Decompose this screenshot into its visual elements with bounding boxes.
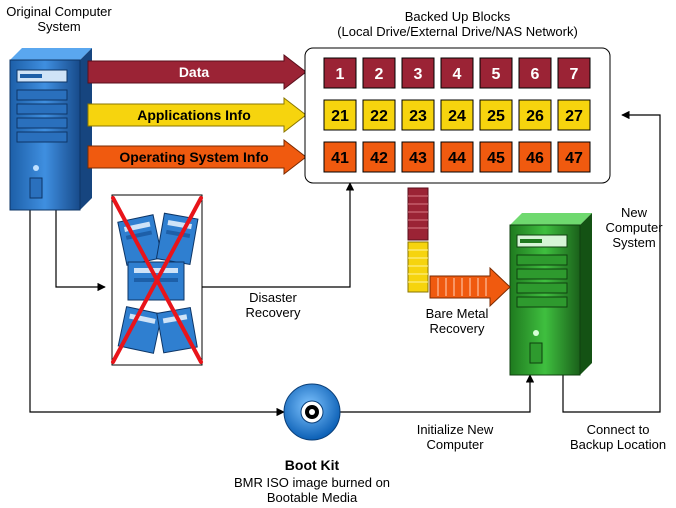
backup-title: Backed Up Blocks (Local Drive/External D… bbox=[337, 9, 578, 39]
boot-kit-title: Boot Kit bbox=[284, 457, 340, 473]
block-label-43: 43 bbox=[409, 150, 427, 167]
os-arrow-label: Operating System Info bbox=[119, 149, 268, 165]
block-label-21: 21 bbox=[331, 108, 349, 125]
connector-lines bbox=[29, 110, 661, 417]
block-label-27: 27 bbox=[565, 108, 583, 125]
block-apps-23 bbox=[401, 99, 435, 131]
block-label-47: 47 bbox=[565, 150, 583, 167]
data-arrow: Data bbox=[87, 53, 307, 91]
block-os-47 bbox=[557, 141, 591, 173]
bare-metal-arrow bbox=[429, 266, 511, 308]
block-data-1 bbox=[323, 57, 357, 89]
new-system-label: New Computer System bbox=[605, 205, 663, 250]
block-data-6 bbox=[518, 57, 552, 89]
connect-label: Connect to Backup Location bbox=[569, 422, 667, 452]
block-os-43 bbox=[401, 141, 435, 173]
block-label-5: 5 bbox=[492, 66, 501, 83]
block-apps-22 bbox=[362, 99, 396, 131]
block-os-44 bbox=[440, 141, 474, 173]
block-apps-27 bbox=[557, 99, 591, 131]
applications-arrow: Applications Info bbox=[87, 96, 307, 134]
block-label-45: 45 bbox=[487, 150, 505, 167]
block-label-23: 23 bbox=[409, 108, 427, 125]
block-data-3 bbox=[401, 57, 435, 89]
failure-cross-icon bbox=[111, 196, 203, 364]
block-label-7: 7 bbox=[570, 66, 579, 83]
block-data-7 bbox=[557, 57, 591, 89]
original-server-icon bbox=[9, 48, 92, 211]
block-apps-24 bbox=[440, 99, 474, 131]
boot-kit-subtitle: BMR ISO image burned on Bootable Media bbox=[233, 475, 391, 505]
restore-stripes bbox=[407, 187, 429, 293]
block-data-2 bbox=[362, 57, 396, 89]
block-label-26: 26 bbox=[526, 108, 544, 125]
block-label-2: 2 bbox=[375, 66, 384, 83]
block-label-24: 24 bbox=[448, 108, 466, 125]
block-label-42: 42 bbox=[370, 150, 388, 167]
disaster-recovery-label: Disaster Recovery bbox=[245, 290, 301, 320]
initialize-label: Initialize New Computer bbox=[416, 422, 494, 452]
block-label-44: 44 bbox=[448, 150, 466, 167]
block-label-3: 3 bbox=[414, 66, 423, 83]
block-os-46 bbox=[518, 141, 552, 173]
block-label-22: 22 bbox=[370, 108, 388, 125]
block-data-5 bbox=[479, 57, 513, 89]
block-label-4: 4 bbox=[453, 66, 462, 83]
bare-metal-recovery-label: Bare Metal Recovery bbox=[425, 306, 489, 336]
block-os-42 bbox=[362, 141, 396, 173]
block-apps-25 bbox=[479, 99, 513, 131]
boot-disc-icon bbox=[283, 383, 341, 441]
original-system-label: Original Computer System bbox=[6, 4, 112, 34]
block-data-4 bbox=[440, 57, 474, 89]
block-label-46: 46 bbox=[526, 150, 544, 167]
os-arrow: Operating System Info bbox=[87, 138, 307, 176]
block-label-1: 1 bbox=[336, 66, 345, 83]
block-label-25: 25 bbox=[487, 108, 505, 125]
block-label-41: 41 bbox=[331, 150, 349, 167]
block-os-45 bbox=[479, 141, 513, 173]
new-server-icon bbox=[509, 213, 592, 376]
block-label-6: 6 bbox=[531, 66, 540, 83]
data-arrow-label: Data bbox=[179, 64, 210, 80]
block-os-41 bbox=[323, 141, 357, 173]
block-apps-26 bbox=[518, 99, 552, 131]
applications-arrow-label: Applications Info bbox=[137, 107, 251, 123]
block-apps-21 bbox=[323, 99, 357, 131]
